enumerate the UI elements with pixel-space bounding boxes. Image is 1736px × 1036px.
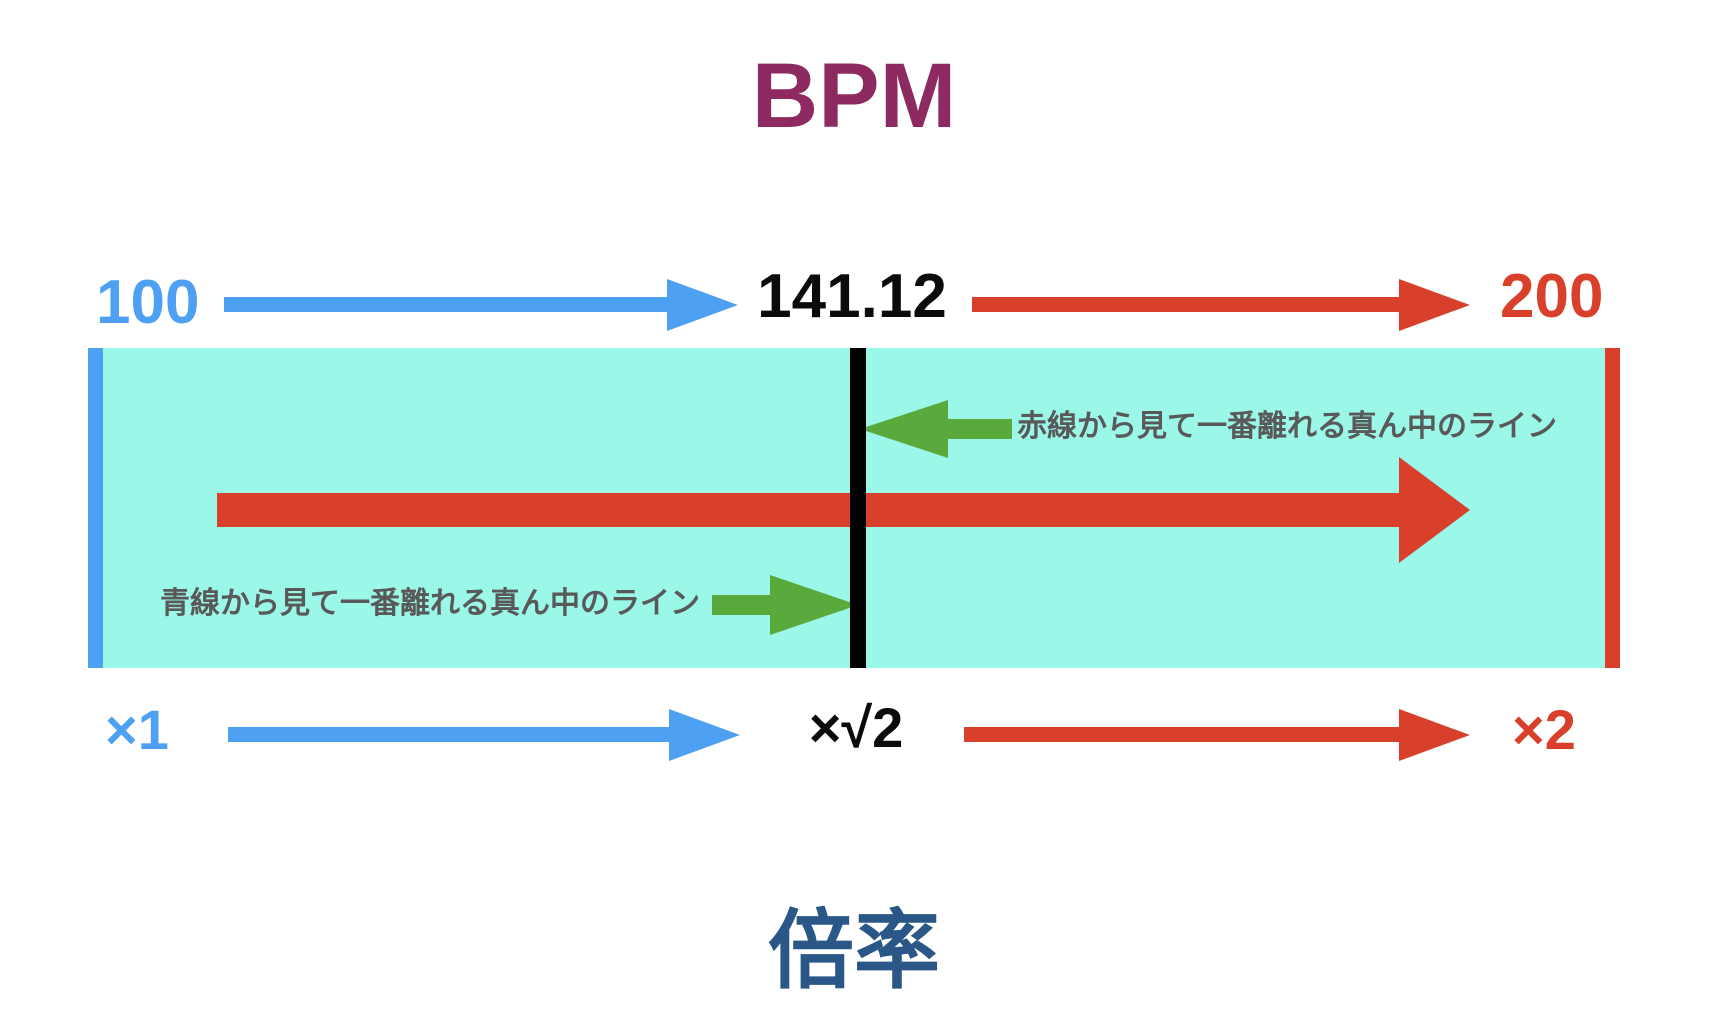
red-arrow-top: [972, 279, 1470, 331]
green-arrow-right: [712, 575, 858, 635]
green-arrow-left-head: [860, 400, 948, 458]
blue-line-annotation: 青線から見て一番離れる真ん中のライン: [160, 587, 700, 620]
big-red-arrow-head: [1399, 457, 1470, 563]
scale-band: 赤線から見て一番離れる真ん中のライン 青線から見て一番離れる真ん中のライン: [88, 348, 1620, 668]
red-arrow-top-shaft: [972, 297, 1400, 312]
bpm-title: BPM: [751, 45, 957, 147]
ratio-middle-label: ×√2: [808, 696, 904, 759]
bpm-middle-label: 141.12: [757, 262, 947, 331]
red-line: [1605, 348, 1620, 668]
green-arrow-left-shaft: [948, 419, 1012, 439]
red-arrow-bottom: [964, 709, 1470, 761]
ratio-start-label: ×1: [105, 698, 169, 761]
red-arrow-top-head: [1399, 279, 1470, 331]
ratio-end-label: ×2: [1512, 698, 1576, 761]
blue-arrow-top-head: [667, 279, 738, 331]
big-red-arrow: [217, 457, 1470, 563]
bpm-start-label: 100: [96, 268, 200, 337]
blue-arrow-bottom-shaft: [228, 727, 670, 742]
red-line-annotation: 赤線から見て一番離れる真ん中のライン: [1017, 410, 1557, 443]
blue-arrow-top-shaft: [224, 297, 668, 312]
blue-arrow-bottom: [228, 709, 740, 761]
big-red-arrow-shaft: [217, 493, 1400, 527]
blue-arrow-bottom-head: [669, 709, 740, 761]
center-black-line: [850, 348, 866, 668]
green-arrow-right-head: [770, 575, 858, 635]
blue-arrow-top: [224, 279, 738, 331]
green-arrow-right-shaft: [712, 595, 770, 615]
green-arrow-left: [860, 400, 1012, 458]
red-arrow-bottom-shaft: [964, 727, 1400, 742]
ratio-title: 倍率: [768, 903, 940, 999]
blue-line: [88, 348, 103, 668]
bpm-end-label: 200: [1500, 262, 1604, 331]
red-arrow-bottom-head: [1399, 709, 1470, 761]
